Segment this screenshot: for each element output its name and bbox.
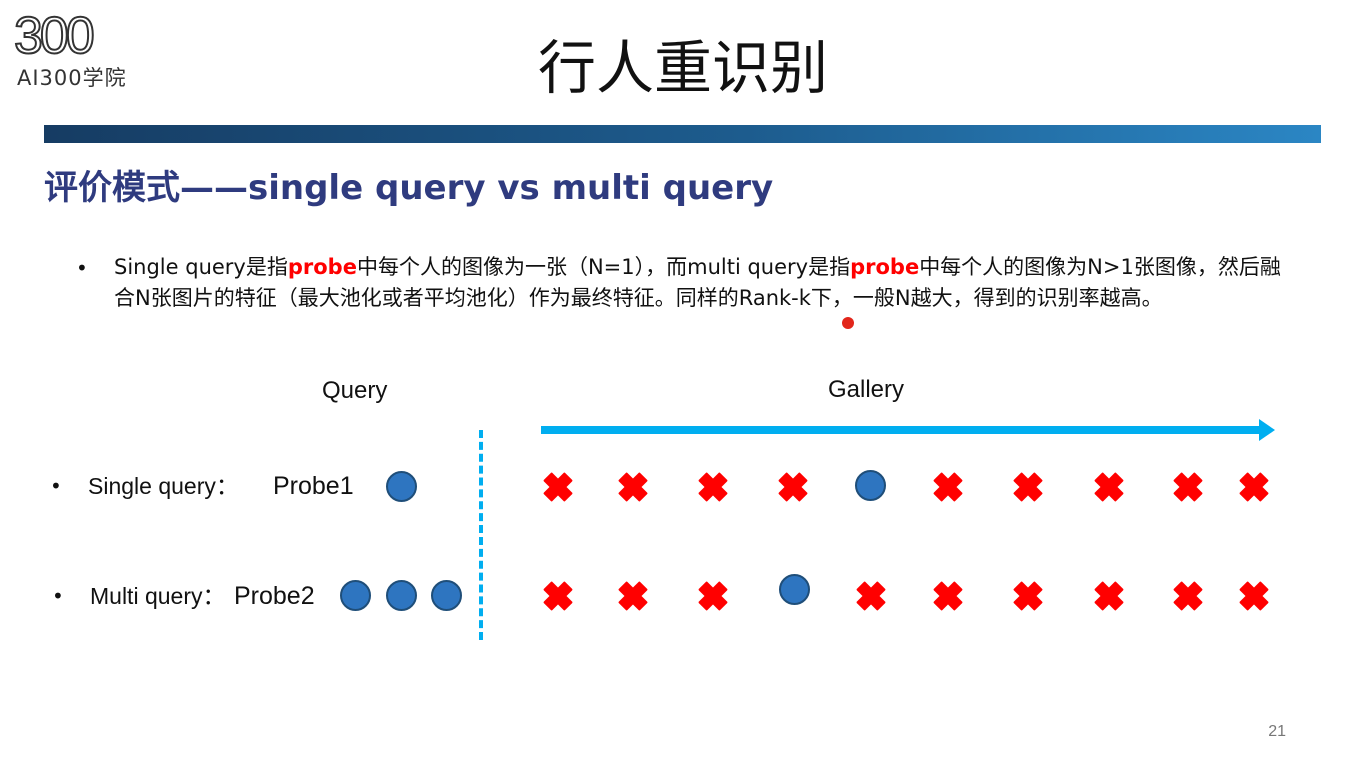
- gallery-nonmatch-cross-icon: [695, 469, 731, 505]
- gallery-nonmatch-cross-icon: [1170, 578, 1206, 614]
- gallery-nonmatch-cross-icon: [615, 578, 651, 614]
- probe-label-1: Probe1: [273, 472, 354, 500]
- gallery-nonmatch-cross-icon: [540, 578, 576, 614]
- query-image-circle: [431, 580, 462, 611]
- highlight-probe: probe: [850, 255, 920, 279]
- gallery-nonmatch-cross-icon: [1091, 469, 1127, 505]
- gallery-nonmatch-cross-icon: [1091, 578, 1127, 614]
- bullet-dot: •: [52, 584, 64, 608]
- logo: 300 AI300学院: [13, 7, 174, 90]
- gallery-nonmatch-cross-icon: [853, 578, 889, 614]
- query-image-circle: [340, 580, 371, 611]
- query-gallery-divider: [479, 430, 483, 640]
- logo-text: AI300学院: [17, 66, 127, 90]
- gallery-nonmatch-cross-icon: [775, 469, 811, 505]
- query-image-circle: [386, 580, 417, 611]
- paragraph-text: 中每个人的图像为N>1张图像，然后融合N张图片的特征（最大池化或者平均池化）作为…: [114, 255, 1281, 310]
- arrow-shaft: [541, 426, 1261, 434]
- bullet-dot: •: [76, 256, 88, 280]
- paragraph-text: 中每个人的图像为一张（N=1），而multi query是指: [356, 255, 851, 279]
- gallery-nonmatch-cross-icon: [1010, 578, 1046, 614]
- gallery-nonmatch-cross-icon: [1236, 578, 1272, 614]
- page-title: 行人重识别: [537, 34, 828, 102]
- query-image-circle: [386, 471, 417, 502]
- gallery-arrow: [541, 419, 1275, 441]
- gallery-nonmatch-cross-icon: [540, 469, 576, 505]
- mouse-cursor: [842, 317, 862, 339]
- gallery-nonmatch-cross-icon: [930, 469, 966, 505]
- gallery-label: Gallery: [828, 376, 905, 403]
- paragraph-text: Single query是指: [114, 255, 288, 279]
- gallery-match-circle: [779, 574, 810, 605]
- logo-mark: 300: [13, 7, 96, 65]
- description-paragraph: Single query是指probe中每个人的图像为一张（N=1），而mult…: [114, 252, 1294, 314]
- gallery-match-circle: [855, 470, 886, 501]
- highlight-probe: probe: [287, 255, 357, 279]
- section-title: 评价模式——single query vs multi query: [44, 168, 774, 208]
- cursor-highlight-dot: [842, 317, 854, 329]
- bullet-dot: •: [50, 474, 62, 498]
- row-label-single-query: Single query：: [88, 473, 239, 499]
- gallery-nonmatch-cross-icon: [615, 469, 651, 505]
- row-label-multi-query: Multi query：: [90, 583, 226, 609]
- probe-label-2: Probe2: [234, 582, 315, 610]
- gallery-nonmatch-cross-icon: [1170, 469, 1206, 505]
- query-label: Query: [322, 377, 388, 404]
- gallery-nonmatch-cross-icon: [1010, 469, 1046, 505]
- arrow-head-icon: [1259, 419, 1275, 441]
- gallery-nonmatch-cross-icon: [695, 578, 731, 614]
- title-divider-bar: [44, 125, 1321, 143]
- page-number: 21: [1268, 723, 1286, 740]
- gallery-nonmatch-cross-icon: [1236, 469, 1272, 505]
- gallery-nonmatch-cross-icon: [930, 578, 966, 614]
